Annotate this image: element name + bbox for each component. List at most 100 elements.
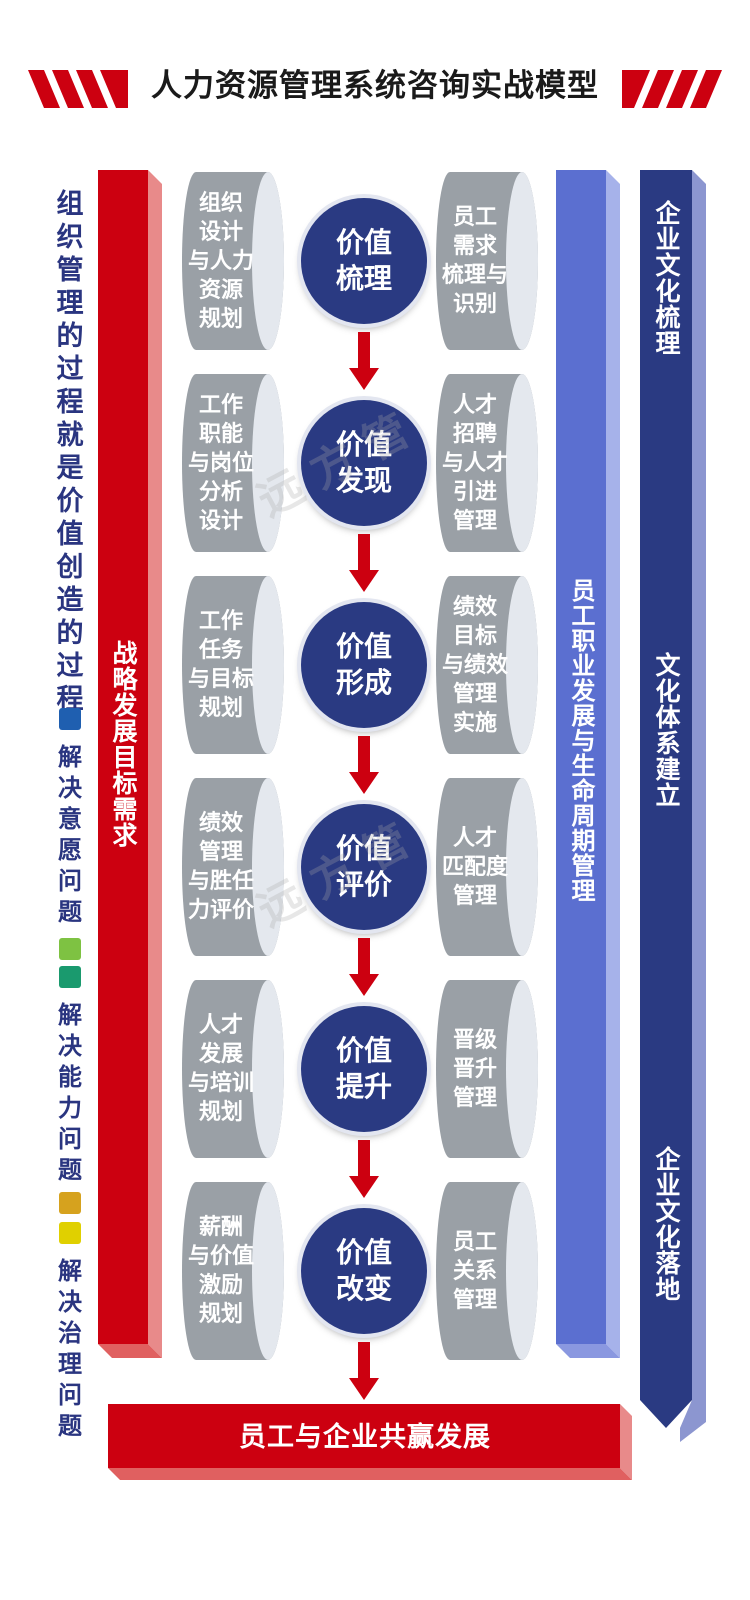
- left-cylinder-4-text-line: 力评价: [187, 898, 254, 923]
- value-circle-text: 价值: [335, 428, 392, 461]
- left-cylinder-2-text-line: 工作: [198, 392, 243, 418]
- value-circle-text: 改变: [335, 1272, 392, 1305]
- value-circle-text: 评价: [335, 868, 392, 901]
- legend-square-blue: [59, 708, 81, 730]
- left-cylinder-5-text-line: 人才: [198, 1013, 243, 1038]
- left-cylinder-5: 人才发展与培训规划: [182, 980, 286, 1158]
- title-stripes-right: [622, 70, 722, 108]
- right-cylinder-2-text-line: 人才: [452, 392, 497, 418]
- right-cylinder-1-shape: [436, 172, 538, 350]
- left-cylinder-3-text-line: 规划: [198, 696, 243, 721]
- career-bar-shape: [556, 170, 620, 1358]
- page-title: 人力资源管理系统咨询实战模型: [151, 68, 599, 104]
- right-cylinder-2: 人才招聘与人才引进管理: [436, 374, 540, 552]
- left-cylinder-6-text-line: 与价值: [187, 1244, 254, 1269]
- legend-text-willingness: 解决意愿问题: [58, 743, 82, 926]
- left-cylinder-1-text-line: 与人力: [187, 248, 254, 274]
- left-cylinder-4: 绩效管理与胜任力评价: [182, 778, 286, 956]
- culture-label-sorting: 企业文化梳理: [652, 200, 681, 356]
- right-cylinder-3-text-line: 与绩效: [441, 652, 508, 678]
- right-cylinder-2-text-line: 与人才: [441, 450, 508, 476]
- bottom-banner-shape: [108, 1404, 632, 1480]
- legend-text-ability: 解决能力问题: [58, 1001, 82, 1184]
- right-cylinder-6-text-line: 员工: [452, 1229, 497, 1255]
- right-cylinder-2-text-line: 招聘: [452, 421, 497, 447]
- left-cylinder-2-shape: [182, 374, 284, 552]
- right-cylinder-1-text-line: 梳理与: [441, 263, 508, 288]
- legend-square-teal: [59, 966, 81, 988]
- value-circle-text: 梳理: [335, 262, 392, 295]
- left-cylinder-6-text-line: 激励: [198, 1273, 243, 1298]
- legend-square-gold: [59, 1192, 81, 1214]
- culture-bar-shape: [640, 170, 706, 1442]
- value-circle-text: 价值: [335, 1236, 392, 1269]
- left-cylinder-4-shape: [182, 778, 284, 956]
- strategy-bar-shape: [98, 170, 162, 1358]
- left-cylinder-4-text-line: 管理: [198, 840, 243, 865]
- down-arrow-icon: [349, 1140, 379, 1198]
- left-caption: 组织管理的过程就是价值创造的过程: [56, 189, 84, 715]
- value-circle-text: 价值: [335, 630, 392, 663]
- value-circle-text: 价值: [335, 1034, 392, 1067]
- left-cylinder-1-text-line: 规划: [198, 306, 243, 332]
- bottom-banner-label: 员工与企业共赢发展: [239, 1422, 491, 1453]
- left-cylinder-6-shape: [182, 1182, 284, 1360]
- right-cylinder-3-text-line: 管理: [452, 681, 497, 707]
- left-cylinder-5-text-line: 与培训: [187, 1071, 254, 1096]
- down-arrow-icon: [349, 534, 379, 592]
- left-cylinder-2: 工作职能与岗位分析设计: [182, 374, 286, 552]
- right-cylinder-2-text-line: 引进: [452, 479, 497, 505]
- right-cylinder-6-shape: [436, 1182, 538, 1360]
- right-cylinder-5-text-line: 晋级: [452, 1027, 497, 1053]
- right-cylinder-5-text-line: 管理: [452, 1085, 497, 1111]
- value-circle-text: 形成: [335, 666, 392, 699]
- culture-label-building: 文化体系建立: [652, 652, 681, 808]
- right-cylinder-4-text-line: 人才: [452, 825, 497, 851]
- left-cylinder-3-shape: [182, 576, 284, 754]
- right-cylinder-5-shape: [436, 980, 538, 1158]
- left-cylinder-3: 工作任务与目标规划: [182, 576, 286, 754]
- left-cylinder-6: 薪酬与价值激励规划: [182, 1182, 286, 1360]
- left-cylinder-2-text-line: 职能: [198, 421, 243, 447]
- down-arrow-icon: [349, 332, 379, 390]
- value-circle-3: 价值形成: [301, 602, 427, 728]
- value-circle-text: 发现: [335, 464, 392, 497]
- left-cylinder-4-text-line: 与胜任: [187, 869, 254, 894]
- value-circle-2: 价值发现: [301, 400, 427, 526]
- left-cylinder-3-text-line: 工作: [198, 609, 243, 634]
- right-cylinder-6: 员工关系管理: [436, 1182, 540, 1360]
- right-cylinder-1: 员工需求梳理与识别: [436, 172, 540, 350]
- right-cylinder-2-shape: [436, 374, 538, 552]
- down-arrow-icon: [349, 736, 379, 794]
- left-cylinder-3-text-line: 任务: [198, 638, 243, 663]
- legend-square-green: [59, 938, 81, 960]
- value-circle-1: 价值梳理: [301, 198, 427, 324]
- value-circle-text: 价值: [335, 226, 392, 259]
- legend-square-yellow: [59, 1222, 81, 1244]
- right-cylinder-3-text-line: 目标: [452, 623, 497, 649]
- right-cylinder-6-text-line: 关系: [452, 1258, 497, 1284]
- right-cylinder-1-text-line: 员工: [452, 205, 497, 230]
- left-cylinder-1-text-line: 设计: [198, 219, 243, 245]
- left-cylinder-2-text-line: 与岗位: [187, 450, 254, 476]
- right-cylinder-3-text-line: 实施: [452, 710, 497, 736]
- left-cylinder-5-shape: [182, 980, 284, 1158]
- title-stripes-left: [28, 70, 128, 108]
- right-cylinder-5: 晋级晋升管理: [436, 980, 540, 1158]
- strategy-bar-label: 战略发展目标需求: [109, 640, 138, 848]
- down-arrow-icon: [349, 938, 379, 996]
- right-cylinder-4-text-line: 匹配度: [441, 854, 508, 880]
- left-cylinder-3-text-line: 与目标: [187, 667, 254, 692]
- right-cylinder-3-shape: [436, 576, 538, 754]
- right-cylinder-4-shape: [436, 778, 538, 956]
- left-cylinder-6-text-line: 规划: [198, 1302, 243, 1327]
- left-cylinder-1-text-line: 组织: [198, 190, 243, 216]
- left-cylinder-2-text-line: 设计: [198, 508, 243, 534]
- left-cylinder-5-text-line: 规划: [198, 1100, 243, 1125]
- legend-text-governance: 解决治理问题: [58, 1257, 82, 1440]
- down-arrow-icon: [349, 1342, 379, 1400]
- right-cylinder-1-text-line: 需求: [452, 234, 497, 259]
- right-cylinder-4: 人才匹配度管理: [436, 778, 540, 956]
- left-cylinder-6-text-line: 薪酬: [198, 1215, 243, 1240]
- culture-label-landing: 企业文化落地: [652, 1146, 681, 1302]
